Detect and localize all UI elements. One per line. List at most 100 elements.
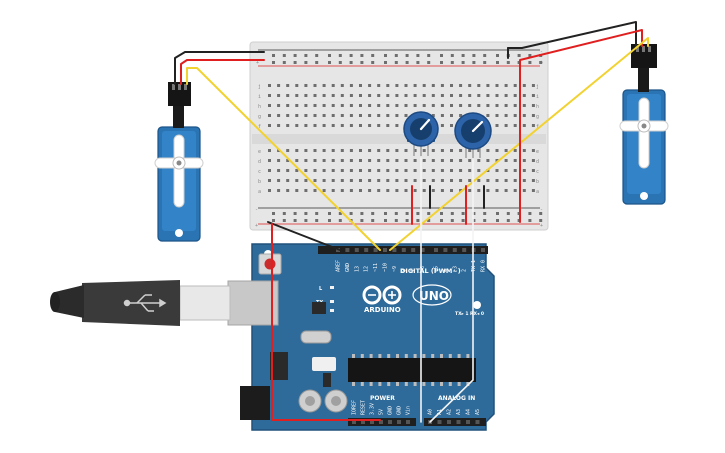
- bb-rail-hole: [384, 212, 387, 215]
- digital-pin[interactable]: [434, 248, 438, 252]
- bb-hole: [440, 124, 444, 127]
- power-pin-label: 5V: [379, 409, 385, 415]
- servo-left[interactable]: [154, 82, 204, 242]
- pot-knob-indicator: [419, 118, 431, 131]
- bb-hole: [340, 114, 344, 117]
- bb-hole: [377, 124, 381, 127]
- bb-hole: [331, 84, 335, 87]
- bb-hole: [522, 159, 526, 162]
- bb-hole: [504, 114, 508, 117]
- bb-hole: [522, 124, 526, 127]
- bb-hole: [340, 124, 344, 127]
- bb-rail-hole: [282, 61, 286, 64]
- bb-hole: [268, 159, 271, 162]
- bb-hole: [304, 179, 308, 182]
- bb-hole: [295, 114, 299, 117]
- digital-pin[interactable]: [443, 248, 448, 252]
- bb-hole: [359, 149, 362, 152]
- digital-pin[interactable]: [383, 248, 387, 252]
- bb-hole: [359, 169, 362, 172]
- bb-hole: [277, 179, 281, 182]
- digital-pin[interactable]: [364, 248, 369, 252]
- potentiometer-1[interactable]: [403, 111, 439, 156]
- bb-rail-hole: [349, 212, 353, 215]
- bb-hole: [504, 104, 508, 107]
- bb-row-letter-right: b: [536, 179, 539, 185]
- bb-row-letter: d: [258, 159, 261, 165]
- bb-hole: [304, 159, 308, 162]
- usb-chip: [312, 302, 326, 314]
- bb-hole: [513, 94, 517, 97]
- servo-right[interactable]: [619, 44, 669, 205]
- bb-hole: [304, 149, 308, 152]
- bb-hole: [495, 104, 499, 107]
- bb-hole: [459, 179, 463, 182]
- reset-button-cap[interactable]: [264, 258, 276, 270]
- bb-row-letter-right: d: [536, 159, 539, 165]
- usb-cable[interactable]: [50, 280, 279, 326]
- bb-hole: [313, 104, 317, 107]
- mount-hole: [473, 301, 481, 309]
- power-pin[interactable]: [388, 420, 392, 424]
- bb-hole: [349, 84, 353, 87]
- digital-pin[interactable]: [452, 248, 457, 252]
- power-pin[interactable]: [370, 420, 374, 424]
- analog-pin[interactable]: [447, 420, 451, 424]
- potentiometer-2[interactable]: [454, 112, 492, 158]
- bb-hole: [386, 149, 390, 152]
- bb-hole: [440, 94, 444, 97]
- power-pin[interactable]: [379, 420, 383, 424]
- chip-leg: [396, 382, 399, 386]
- bb-rail-hole: [496, 219, 499, 222]
- power-pin[interactable]: [352, 420, 356, 424]
- analog-pin[interactable]: [466, 420, 470, 424]
- bb-hole: [295, 84, 299, 87]
- power-jack[interactable]: [240, 386, 270, 420]
- bb-rail-hole: [394, 61, 398, 64]
- bb-hole: [450, 114, 453, 117]
- digital-pin[interactable]: [401, 248, 406, 252]
- bottom-rail-plus-label: +: [255, 223, 258, 229]
- digital-pin[interactable]: [411, 248, 416, 252]
- analog-pin[interactable]: [456, 420, 461, 424]
- digital-pin[interactable]: [420, 248, 425, 252]
- bb-hole: [413, 149, 417, 152]
- bb-hole: [413, 159, 417, 162]
- analog-pin[interactable]: [437, 420, 442, 424]
- bb-rail-hole: [384, 54, 387, 57]
- bb-rail-hole: [293, 212, 297, 215]
- bb-hole: [404, 149, 408, 152]
- bb-rail-hole: [304, 212, 308, 215]
- bb-rail-hole: [528, 61, 532, 64]
- digital-pin[interactable]: [392, 248, 397, 252]
- power-pin[interactable]: [406, 420, 410, 424]
- bb-hole: [368, 179, 372, 182]
- chip-leg: [431, 354, 435, 358]
- breadboard-center-channel: [252, 134, 546, 144]
- bb-row-letter-right: h: [536, 104, 539, 110]
- digital-pin[interactable]: [354, 248, 359, 252]
- analog-pin[interactable]: [475, 420, 480, 424]
- bb-hole: [304, 114, 308, 117]
- bb-hole: [286, 124, 290, 127]
- bb-hole: [331, 189, 335, 192]
- digital-pin[interactable]: [373, 248, 378, 252]
- digital-pin[interactable]: [345, 248, 350, 252]
- bb-hole: [295, 159, 299, 162]
- bb-row-letter: b: [258, 179, 261, 185]
- bb-hole: [313, 189, 317, 192]
- power-pin[interactable]: [397, 420, 401, 424]
- digital-pin[interactable]: [481, 248, 485, 252]
- bb-rail-hole: [450, 61, 454, 64]
- power-label: POWER: [370, 395, 395, 402]
- breadboard[interactable]: - + - + - + - + j i h g f e d c b a j i …: [249, 41, 549, 231]
- bb-hole: [286, 169, 290, 172]
- digital-pin-label: TX 1: [471, 260, 477, 272]
- bb-hole: [295, 169, 299, 172]
- bb-rail-hole: [328, 212, 331, 215]
- digital-pin[interactable]: [462, 248, 467, 252]
- power-pin[interactable]: [361, 420, 365, 424]
- bb-rail-hole: [293, 54, 297, 57]
- bb-rail-hole: [483, 219, 487, 222]
